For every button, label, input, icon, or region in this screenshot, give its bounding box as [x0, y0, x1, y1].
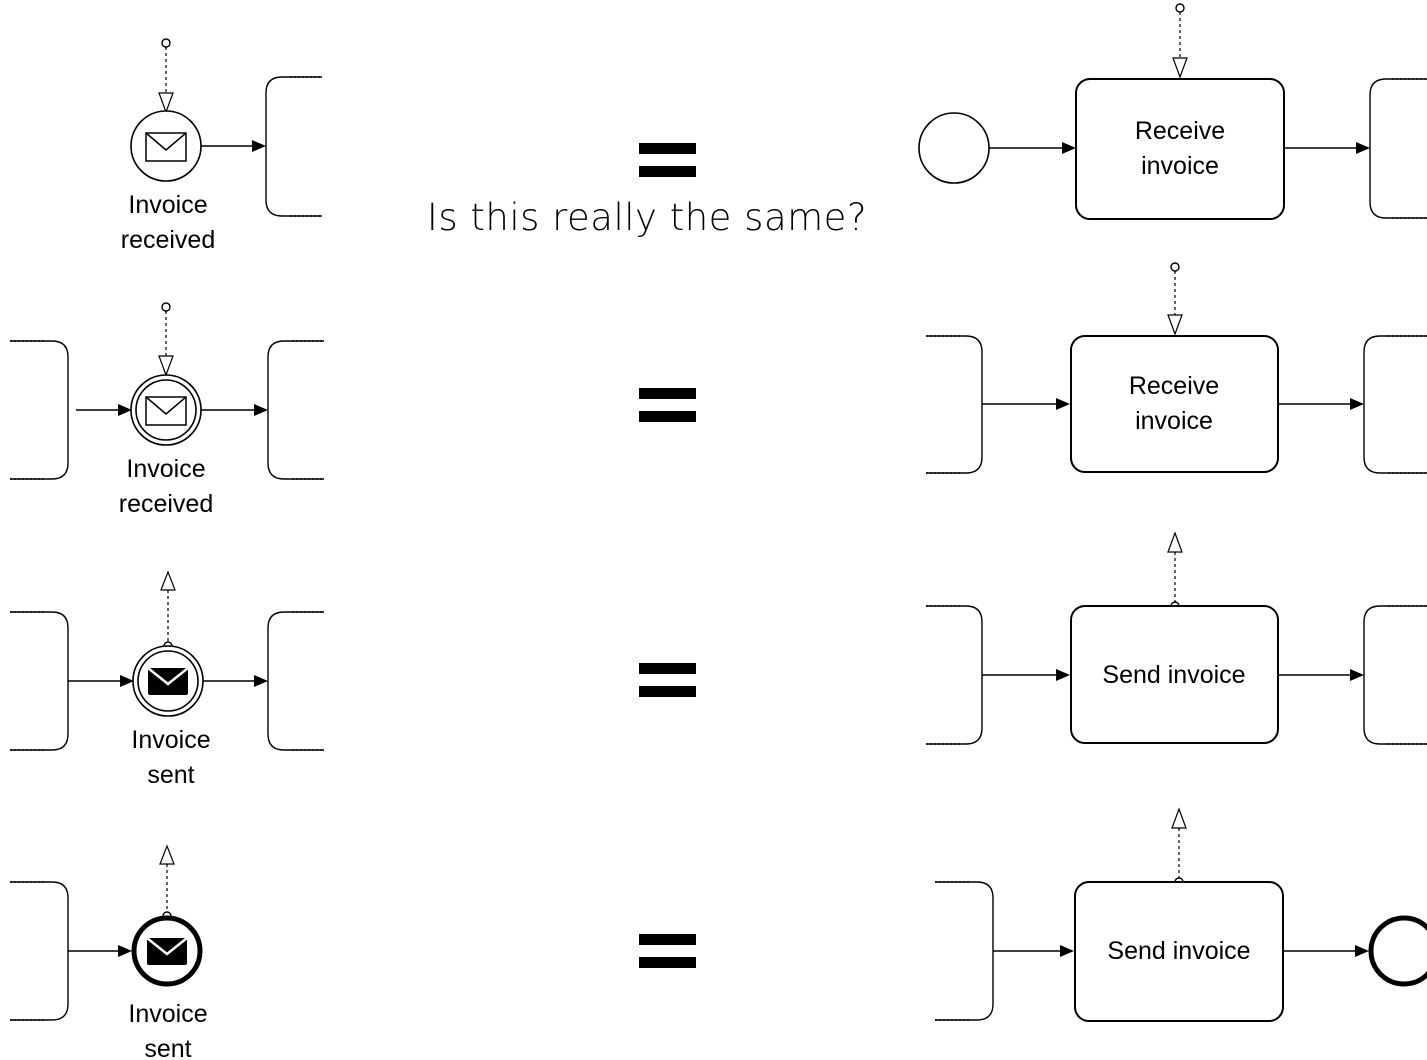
message-to-task — [1167, 262, 1183, 336]
event-label-line2: received — [119, 490, 214, 518]
previous-element-bracket-right — [935, 881, 994, 1021]
equals-sign — [639, 663, 696, 697]
message-from-task — [1171, 807, 1187, 887]
message-to-task — [1172, 3, 1188, 79]
equals-sign — [639, 388, 696, 422]
previous-element-bracket — [10, 611, 69, 751]
next-element-bracket-right — [1363, 605, 1427, 745]
task-label-line2: invoice — [1135, 407, 1213, 435]
event-label-line1: Invoice — [126, 455, 205, 483]
incoming-message-flow — [158, 302, 174, 377]
none-end-event — [1368, 915, 1427, 987]
receive-invoice-task: Receive invoice — [1075, 78, 1285, 220]
task-label-line1: Receive — [1135, 117, 1225, 145]
task-label: Send invoice — [1102, 661, 1245, 689]
message-throw-intermediate-event — [132, 645, 204, 717]
previous-element-bracket-right — [926, 605, 983, 745]
next-element-bracket — [267, 611, 324, 751]
event-label-line2: sent — [147, 761, 194, 789]
message-start-event — [130, 110, 202, 182]
previous-element-bracket — [10, 881, 69, 1021]
previous-element-bracket — [10, 340, 69, 480]
task-label: Send invoice — [1107, 937, 1250, 965]
send-invoice-task: Send invoice — [1070, 605, 1279, 744]
envelope-icon — [145, 396, 187, 426]
event-label-line1: Invoice — [131, 726, 210, 754]
row-3: Invoice sent Send invoice — [10, 531, 1427, 789]
previous-element-bracket-right — [926, 335, 983, 474]
message-from-task — [1167, 531, 1183, 611]
task-label-line2: invoice — [1141, 152, 1219, 180]
message-catch-intermediate-event — [130, 374, 202, 446]
equals-sign — [639, 934, 696, 968]
outgoing-message-flow — [160, 570, 176, 651]
message-end-event — [131, 915, 203, 987]
outgoing-message-flow — [159, 844, 175, 921]
event-label-line1: Invoice — [128, 1000, 207, 1028]
equals-sign — [639, 143, 696, 177]
event-label-line2: sent — [144, 1035, 191, 1060]
event-label-line2: received — [121, 226, 216, 254]
incoming-message-flow — [158, 38, 174, 114]
next-element-bracket — [267, 340, 324, 480]
question-text: Is this really the same? — [427, 196, 867, 239]
row-4: Invoice sent Send invoice — [10, 807, 1427, 1060]
none-start-event — [918, 112, 990, 184]
receive-invoice-task: Receive invoice — [1070, 335, 1279, 473]
event-label-line1: Invoice — [128, 191, 207, 219]
next-element-bracket-right — [1363, 335, 1427, 474]
filled-envelope-icon — [147, 667, 189, 695]
next-element-bracket-right — [1369, 78, 1427, 219]
envelope-icon — [145, 132, 187, 162]
row-2: Invoice received Receive invoice — [10, 262, 1427, 518]
send-invoice-task: Send invoice — [1074, 881, 1284, 1022]
filled-envelope-icon — [146, 937, 188, 965]
next-element-bracket — [265, 76, 322, 217]
task-label-line1: Receive — [1129, 372, 1219, 400]
row-1: Invoice received Is this really the same… — [121, 3, 1427, 254]
